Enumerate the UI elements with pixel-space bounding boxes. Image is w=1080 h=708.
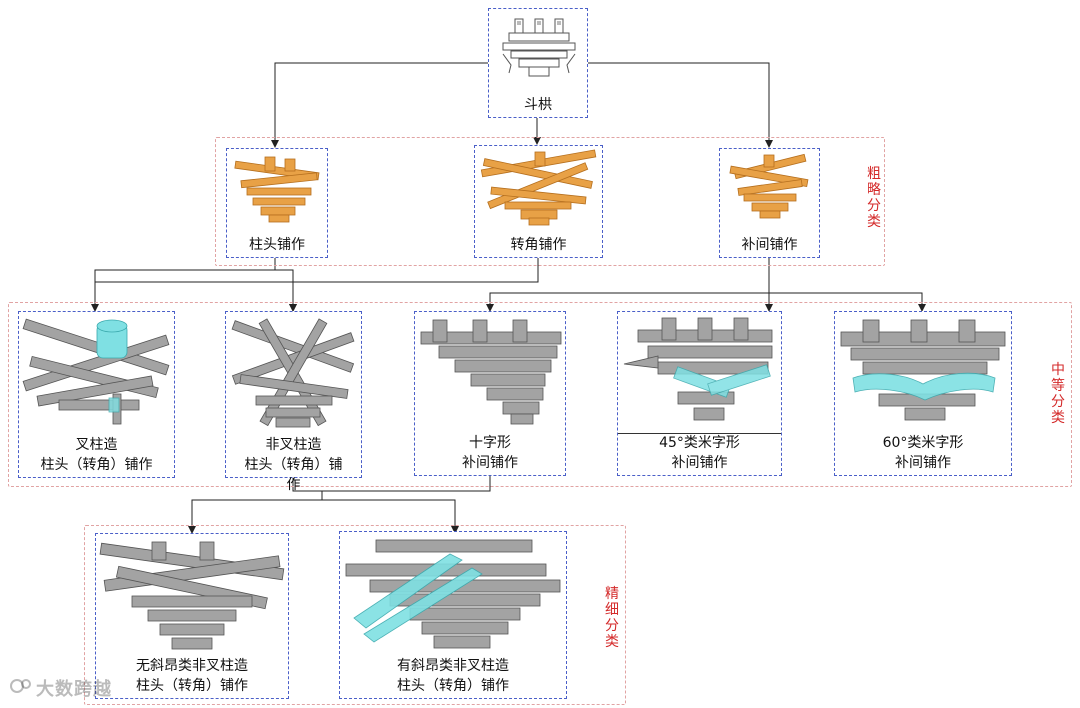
node-zhuanjiao-label: 转角铺作 [475,235,602,255]
gray-bracket-model-icon [835,312,1011,430]
gray-bracket-model-icon [226,312,361,436]
group-coarse-label: 粗略分类 [866,166,882,230]
orange-bracket-model-icon [720,149,819,229]
orange-bracket-model-icon [475,146,602,230]
node-chazhu-label: 叉柱造柱头（转角）铺作 [19,435,174,475]
group-medium-label: 中等分类 [1050,362,1066,426]
watermark-logo-icon [10,676,32,696]
gray-bracket-model-icon [618,312,781,430]
node-root-label: 斗栱 [489,95,587,115]
node-shizi: 十字形补间铺作 [414,311,566,476]
node-wuxieang-label: 无斜昂类非叉柱造柱头（转角）铺作 [96,656,288,696]
connector-root-bujian [588,63,769,147]
node-zhutou: 柱头铺作 [226,148,328,258]
watermark-text: 大数跨越 [36,675,112,701]
node-root: 斗栱 [488,8,588,118]
gray-bracket-model-icon [19,312,174,432]
bracket-set-line-drawing-icon [489,9,587,89]
gray-bracket-model-icon [96,534,288,660]
gray-bracket-model-icon [340,532,566,660]
node-bujian: 补间铺作 [719,148,820,258]
orange-bracket-model-icon [227,149,327,229]
node-bujian-label: 补间铺作 [720,235,819,255]
node-feichazhu-label: 非叉柱造柱头（转角）铺作 [226,435,361,495]
node-wuxieang: 无斜昂类非叉柱造柱头（转角）铺作 [95,533,289,699]
node-feichazhu: 非叉柱造柱头（转角）铺作 [225,311,362,478]
node-zhutou-label: 柱头铺作 [227,235,327,255]
node-mi60: 60°类米字形补间铺作 [834,311,1012,476]
node-shizi-label: 十字形补间铺作 [415,433,565,473]
gray-bracket-model-icon [415,312,565,432]
group-fine-label: 精细分类 [604,586,620,650]
node-youxieang: 有斜昂类非叉柱造柱头（转角）铺作 [339,531,567,699]
node-mi45: 45°类米字形补间铺作 [617,311,782,476]
node-mi45-label: 45°类米字形补间铺作 [618,433,781,473]
node-chazhu: 叉柱造柱头（转角）铺作 [18,311,175,478]
node-mi60-label: 60°类米字形补间铺作 [835,433,1011,473]
connector-root-zhutou [275,63,488,147]
node-zhuanjiao: 转角铺作 [474,145,603,258]
node-youxieang-label: 有斜昂类非叉柱造柱头（转角）铺作 [340,656,566,696]
